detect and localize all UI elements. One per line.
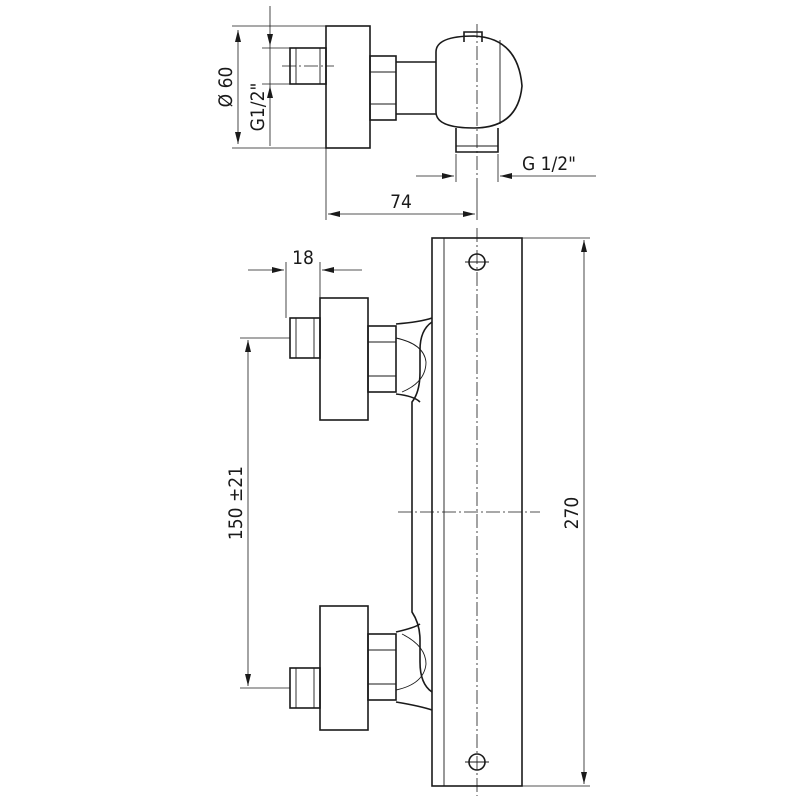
lower-inlet (289, 605, 433, 731)
front-view: 18 150 ±21 270 (225, 228, 590, 796)
top-view: Ø 60 G1/2" G 1/2" 74 (215, 6, 596, 220)
dim-270: 270 (561, 497, 583, 530)
top-body (435, 35, 523, 129)
top-hex-nut (369, 55, 397, 121)
dim-g12-bottom: G 1/2" (522, 153, 576, 175)
dim-74: 74 (390, 191, 412, 213)
dim-150: 150 ±21 (225, 466, 247, 540)
front-bridge (411, 321, 433, 693)
dim-dia60: Ø 60 (215, 67, 237, 108)
top-flange (325, 25, 371, 149)
upper-inlet (289, 297, 433, 421)
dim-g12-left: G1/2" (247, 83, 269, 132)
dim-18: 18 (292, 247, 314, 269)
